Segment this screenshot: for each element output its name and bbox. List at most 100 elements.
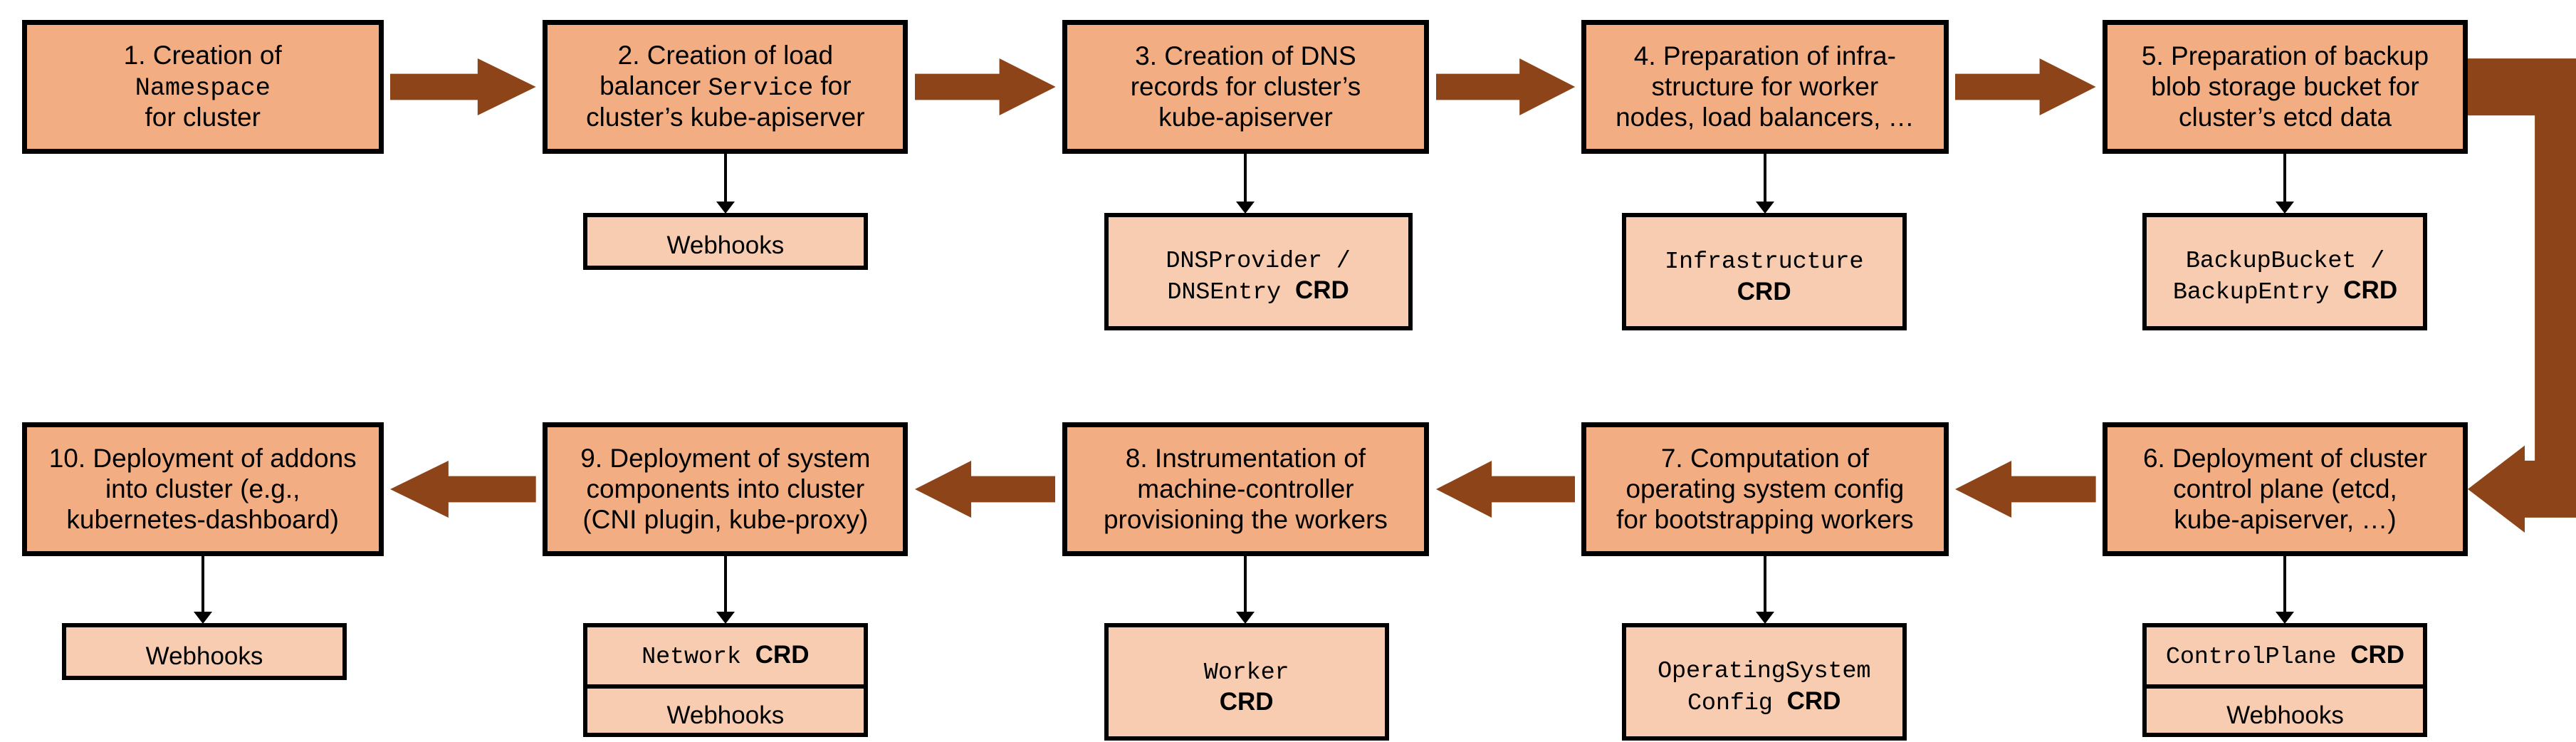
connector-arrowhead-step-7 xyxy=(1755,612,1774,625)
artifact-box-step-3[interactable]: DNSProvider /DNSEntry CRD xyxy=(1104,212,1413,330)
flow-arrow-4-to-5 xyxy=(1954,58,2096,116)
step-5-line-2-segment-0: cluster’s etcd data xyxy=(2179,102,2392,132)
step-box-4[interactable]: 4. Preparation of infra-structure for wo… xyxy=(1581,20,1949,155)
connector-step-8-to-artifact xyxy=(1244,556,1247,614)
artifact-9-0-segment-0: Network xyxy=(642,643,755,671)
artifact-9-1-segment-0: Webhooks xyxy=(666,701,785,729)
artifact-4-0-segment-2: CRD xyxy=(1737,277,1791,305)
artifact-label-step-6-2: Webhooks xyxy=(2151,701,2419,730)
artifact-5-0-segment-0: BackupBucket / xyxy=(2185,247,2385,275)
artifact-7-0-segment-2: Config xyxy=(1687,689,1787,717)
flow-arrow-5-to-6-wraparound xyxy=(2467,48,2576,543)
artifact-box-step-6[interactable]: ControlPlane CRD Webhooks xyxy=(2142,623,2428,738)
step-6-line-2-segment-0: kube-apiserver, …) xyxy=(2174,504,2397,534)
connector-arrowhead-step-10 xyxy=(193,612,212,625)
step-3-line-0-segment-0: 3. Creation of DNS xyxy=(1135,41,1356,70)
flow-arrow-1-to-2 xyxy=(390,58,536,116)
flow-arrow-3-to-4 xyxy=(1435,58,1575,116)
artifact-row-step-10-1: Webhooks xyxy=(66,627,342,684)
artifact-box-step-2[interactable]: Webhooks xyxy=(582,212,868,270)
flow-arrow-7-to-8 xyxy=(1435,461,1575,518)
artifact-label-step-9-1: Network CRD xyxy=(592,640,859,672)
step-9-line-2-segment-0: (CNI plugin, kube-proxy) xyxy=(582,504,869,534)
artifact-label-step-10-1: Webhooks xyxy=(70,642,338,671)
artifact-row-step-9-1: Network CRD xyxy=(587,627,864,684)
artifact-5-0-segment-3: CRD xyxy=(2343,276,2398,305)
step-10-line-0-segment-0: 10. Deployment of addons xyxy=(48,443,357,473)
artifact-4-0-segment-0: Infrastructure xyxy=(1665,249,1864,276)
step-3-line-1-segment-0: records for cluster’s xyxy=(1130,71,1361,101)
artifact-label-step-5-1: BackupBucket / BackupEntry CRD xyxy=(2151,244,2419,308)
artifact-6-0-segment-1: CRD xyxy=(2350,640,2405,669)
artifact-label-step-3-1: DNSProvider /DNSEntry CRD xyxy=(1113,244,1404,308)
connector-step-4-to-artifact xyxy=(1763,154,1766,203)
step-7-line-2-segment-0: for bootstrapping workers xyxy=(1616,504,1914,534)
flow-arrow-6-to-7 xyxy=(1954,461,2096,518)
artifact-7-0-segment-3: CRD xyxy=(1786,686,1841,715)
artifact-box-step-9[interactable]: Network CRD Webhooks xyxy=(582,623,868,738)
artifact-box-step-10[interactable]: Webhooks xyxy=(62,623,347,681)
artifact-row-step-6-1: ControlPlane CRD xyxy=(2147,627,2423,684)
step-2-line-2-segment-0: cluster’s kube-apiserver xyxy=(586,103,865,132)
artifact-7-0-segment-0: OperatingSystem xyxy=(1658,658,1871,686)
step-2-line-1-segment-2: for xyxy=(813,71,852,101)
flow-arrow-8-to-9 xyxy=(914,461,1056,518)
connector-arrowhead-step-9 xyxy=(716,612,735,625)
connector-arrowhead-step-8 xyxy=(1236,612,1255,625)
artifact-10-0-segment-0: Webhooks xyxy=(145,642,263,670)
artifact-label-step-2-1: Webhooks xyxy=(592,231,859,260)
artifact-5-0-segment-2: BackupEntry xyxy=(2172,279,2344,307)
step-7-line-1-segment-0: operating system config xyxy=(1625,474,1905,503)
artifact-row-step-9-2: Webhooks xyxy=(587,684,864,741)
step-4-line-0-segment-0: 4. Preparation of infra- xyxy=(1633,41,1896,70)
step-4-line-2-segment-0: nodes, load balancers, … xyxy=(1616,102,1915,132)
connector-step-3-to-artifact xyxy=(1244,154,1247,203)
artifact-9-0-segment-1: CRD xyxy=(755,640,810,669)
artifact-3-0-segment-0: DNSProvider / xyxy=(1166,247,1351,275)
step-6-line-0-segment-0: 6. Deployment of cluster xyxy=(2142,443,2427,473)
connector-step-10-to-artifact xyxy=(201,556,204,614)
step-label-4: 4. Preparation of infra-structure for wo… xyxy=(1592,41,1937,133)
artifact-box-step-5[interactable]: BackupBucket / BackupEntry CRD xyxy=(2142,212,2428,330)
step-9-line-0-segment-0: 9. Deployment of system xyxy=(580,443,871,473)
step-5-line-0-segment-0: 5. Preparation of backup xyxy=(2141,41,2429,70)
step-10-line-1-segment-0: into cluster (e.g., xyxy=(105,474,300,503)
connector-step-6-to-artifact xyxy=(2283,556,2287,614)
step-4-line-1-segment-0: structure for worker xyxy=(1651,71,1879,101)
artifact-label-step-9-2: Webhooks xyxy=(592,701,859,730)
connector-step-9-to-artifact xyxy=(723,556,727,614)
step-1-line-0-segment-0: 1. Creation of xyxy=(123,41,282,70)
artifact-6-1-segment-0: Webhooks xyxy=(2226,701,2344,729)
step-8-line-1-segment-0: machine-controller xyxy=(1137,474,1354,503)
connector-arrowhead-step-5 xyxy=(2276,201,2295,214)
flow-arrow-9-to-10 xyxy=(390,461,536,518)
artifact-row-step-2-1: Webhooks xyxy=(587,217,864,274)
artifact-8-0-segment-0: Worker xyxy=(1203,659,1289,686)
step-6-line-1-segment-0: control plane (etcd, xyxy=(2173,474,2397,503)
